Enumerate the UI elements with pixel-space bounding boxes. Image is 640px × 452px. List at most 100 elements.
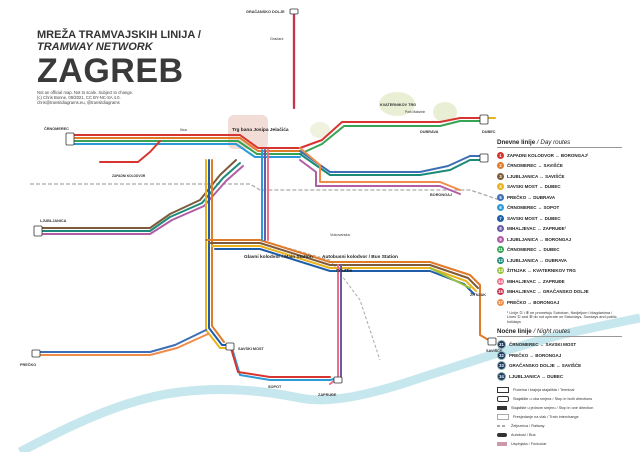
route-badge: 6 (497, 204, 504, 212)
label-precko: PREČKO (20, 362, 36, 367)
label-zaprude: ZAPRUĐE (318, 393, 337, 397)
legend-symbol-icon (497, 386, 509, 393)
route-badge: 8 (497, 225, 504, 233)
legend-symbol-icon (497, 395, 509, 402)
route-label: LJUBLJANICA ↔ BORONGAJ (507, 236, 572, 242)
legend-symbol-row: Uspinjača / Funicular (497, 439, 622, 448)
route-5-east (299, 150, 483, 173)
route-savska-3 (211, 159, 225, 343)
terminal-markers (31, 8, 497, 384)
legend-symbol-row: Početna i krajnja stajališta / Terminal (497, 385, 622, 394)
legend-symbol-label: Presjedanje na vlak / Train interchange (513, 414, 579, 419)
label-kvaternikov: KVATERNIKOV TRG (380, 103, 416, 107)
route-9-east (299, 159, 461, 195)
label-gracansko-dolje: GRAČANSKO DOLJE (246, 9, 285, 14)
railway-line (30, 183, 501, 201)
route-savska (205, 159, 231, 349)
route-1-east (299, 147, 461, 191)
label-ilica: Ilica (180, 128, 188, 132)
route-label: MIHALJEVAC ↔ ZAPRUĐE (507, 278, 565, 284)
route-label: SAVSKI MOST ↔ DUBEC (507, 184, 561, 190)
route-label: ZAPADNI KOLODVOR ↔ BORONGAJ¹ (507, 152, 589, 158)
legend-footnote: ¹ Linije ① i ⑧ ne prometuju Subotom, Ned… (507, 310, 617, 324)
route-label: PREČKO ↔ BORONGAJ (507, 299, 560, 305)
route-label: ČRNOMEREC ↔ SOPOT (507, 205, 560, 211)
route-station-ew (205, 239, 481, 286)
label-zapadni: ZAPADNI KOLODVOR (112, 174, 146, 178)
note-3: chris@transitdiagrams.eu, @transitdiagra… (37, 100, 120, 106)
route-station-ew-3 (211, 245, 477, 292)
label-gracani: Gračani (270, 37, 283, 41)
route-sopot-2 (229, 344, 331, 378)
route-badge: 31 (497, 340, 506, 350)
legend-symbol-icon (497, 413, 509, 420)
legend-symbol-label: Željeznica / Railway (511, 423, 545, 428)
park-area-2 (433, 102, 457, 122)
label-sopot: SOPOT (268, 385, 282, 389)
title-line-2: TRAMWAY NETWORK (37, 41, 153, 53)
legend-symbol-icon (497, 424, 507, 427)
route-12-west (39, 162, 241, 232)
label-dubrava: DUBRAVA (420, 130, 439, 134)
label-borongaj: BORONGAJ (430, 193, 452, 197)
route-badge: 15 (497, 288, 504, 296)
title-city: ZAGREB (37, 52, 184, 90)
label-vukovarska: Vukovarska (330, 233, 351, 237)
park-maksimir-area (379, 92, 415, 116)
route-badge: 2 (497, 162, 504, 170)
park-area-3 (310, 122, 330, 138)
legend-symbol-icon (497, 432, 507, 437)
legend-day-heading: Dnevne linije / Day routes (497, 139, 622, 148)
label-ljubljanica: LJUBLJANICA (40, 219, 67, 223)
legend-symbol-row: Stajalište u jednom smjeru / Stop in one… (497, 403, 622, 412)
route-label: GRAČANSKO DOLJE ↔ SAVIŠĆE (509, 363, 582, 369)
route-precko (37, 329, 207, 353)
legend-night-heading: Noćne linije / Night routes (497, 328, 622, 338)
label-trg-bana: Trg bana Josipa Jelačića (232, 127, 289, 133)
route-label: ČRNOMEREC ↔ SAVIŠĆE (507, 163, 563, 169)
label-savisce: SAVIŠĆE (486, 348, 503, 353)
label-dubec: DUBEC (482, 130, 496, 134)
route-label: LJUBLJANICA ↔ DUBRAVA (507, 257, 567, 263)
legend-symbol-label: Početna i krajnja stajališta / Terminal (513, 387, 575, 392)
legend-symbol-label: Autobusi / Bus (511, 432, 536, 437)
sava-river (17, 313, 640, 452)
route-11-trunk (71, 120, 483, 155)
route-label: LJUBLJANICA ↔ DUBEC (509, 373, 564, 379)
route-badge: 12 (497, 256, 504, 264)
route-station-ew-2 (208, 242, 479, 289)
title-line-1: MREŽA TRAMVAJSKIH LINIJA / (37, 29, 201, 41)
route-precko-17 (37, 333, 209, 356)
route-badge: 11 (497, 246, 504, 254)
route-badge: 33 (497, 361, 506, 371)
route-badge: 13 (497, 267, 504, 275)
route-trunk-west (71, 117, 483, 149)
route-badge: 4 (497, 183, 504, 191)
label-shuttle: Shuttle (336, 268, 353, 274)
route-badge: 7 (497, 214, 504, 222)
route-12-east (299, 153, 483, 176)
legend-symbol-row: Presjedanje na vlak / Train interchange (497, 412, 622, 421)
label-glavni-kolodvor: Glavni kolodvor / Main Station (244, 254, 313, 260)
title-notes: Not an official map. Not to scale. Subje… (37, 90, 237, 106)
route-badge: 14 (497, 277, 504, 285)
note-2: (c) Chris Bonne, 09/2021, CC BY-NC-SA 4.… (37, 95, 121, 101)
legend-symbol-label: Stajalište u oba smjera / Stop in both d… (513, 396, 593, 401)
label-zitnjak: ŽITNJAK (470, 292, 486, 297)
route-6-trunk (71, 143, 301, 158)
note-1: Not an official map. Not to scale. Subje… (37, 90, 134, 95)
route-label: MIHALJEVAC ↔ GRAČANSKO DOLJE (507, 289, 589, 295)
route-label: PREČKO ↔ BORONGAJ (509, 352, 562, 358)
route-west-ljubljanica (39, 159, 237, 229)
